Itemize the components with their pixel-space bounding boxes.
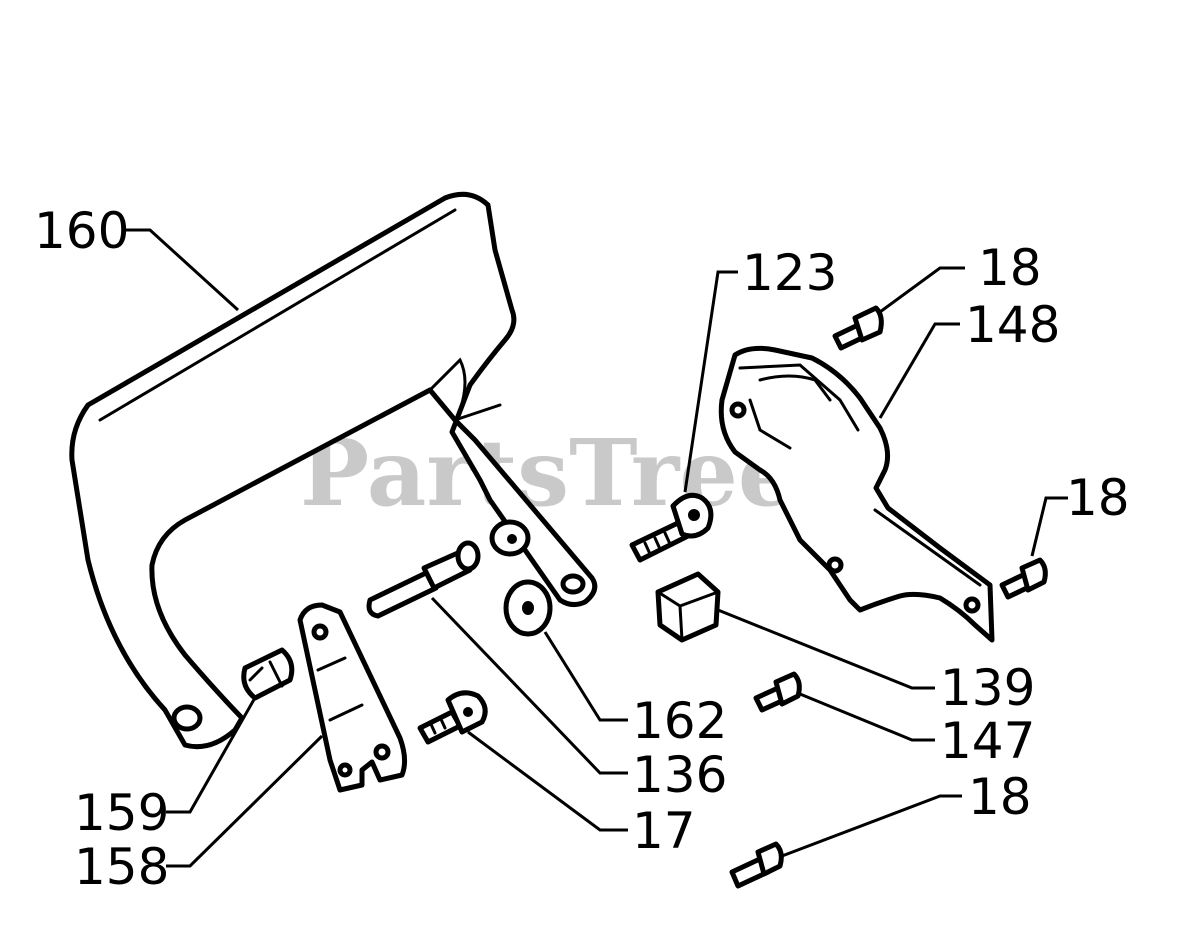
callout-123: 123 bbox=[742, 244, 837, 302]
callout-160: 160 bbox=[34, 202, 129, 260]
callout-148: 148 bbox=[965, 296, 1060, 354]
callout-18-top: 18 bbox=[978, 239, 1042, 297]
leader-lines bbox=[126, 228, 1068, 868]
washer-162 bbox=[503, 579, 553, 637]
screw-18-top bbox=[832, 305, 884, 351]
callout-139: 139 bbox=[940, 659, 1035, 717]
bolt-123 bbox=[629, 492, 714, 563]
callout-17: 17 bbox=[632, 802, 696, 860]
callout-158: 158 bbox=[74, 838, 169, 896]
callout-18-bottom: 18 bbox=[968, 768, 1032, 826]
bracket-148 bbox=[718, 345, 995, 643]
callout-159: 159 bbox=[74, 784, 169, 842]
screw-147 bbox=[753, 671, 802, 713]
pin-136 bbox=[366, 540, 481, 619]
watermark: PartsTree bbox=[300, 419, 796, 527]
callout-136: 136 bbox=[632, 746, 727, 804]
callout-162: 162 bbox=[632, 692, 727, 750]
screw-18-right bbox=[999, 557, 1048, 600]
hand-guard-160 bbox=[69, 191, 598, 750]
callout-147: 147 bbox=[940, 712, 1035, 770]
plate-158 bbox=[297, 602, 408, 793]
screw-17 bbox=[417, 690, 488, 745]
callout-labels: 160 123 18 148 18 139 147 162 136 18 17 … bbox=[34, 202, 1130, 896]
screw-159 bbox=[241, 647, 295, 701]
block-139 bbox=[655, 571, 721, 643]
callout-18-right: 18 bbox=[1066, 469, 1130, 527]
screw-18-bottom bbox=[729, 841, 784, 889]
